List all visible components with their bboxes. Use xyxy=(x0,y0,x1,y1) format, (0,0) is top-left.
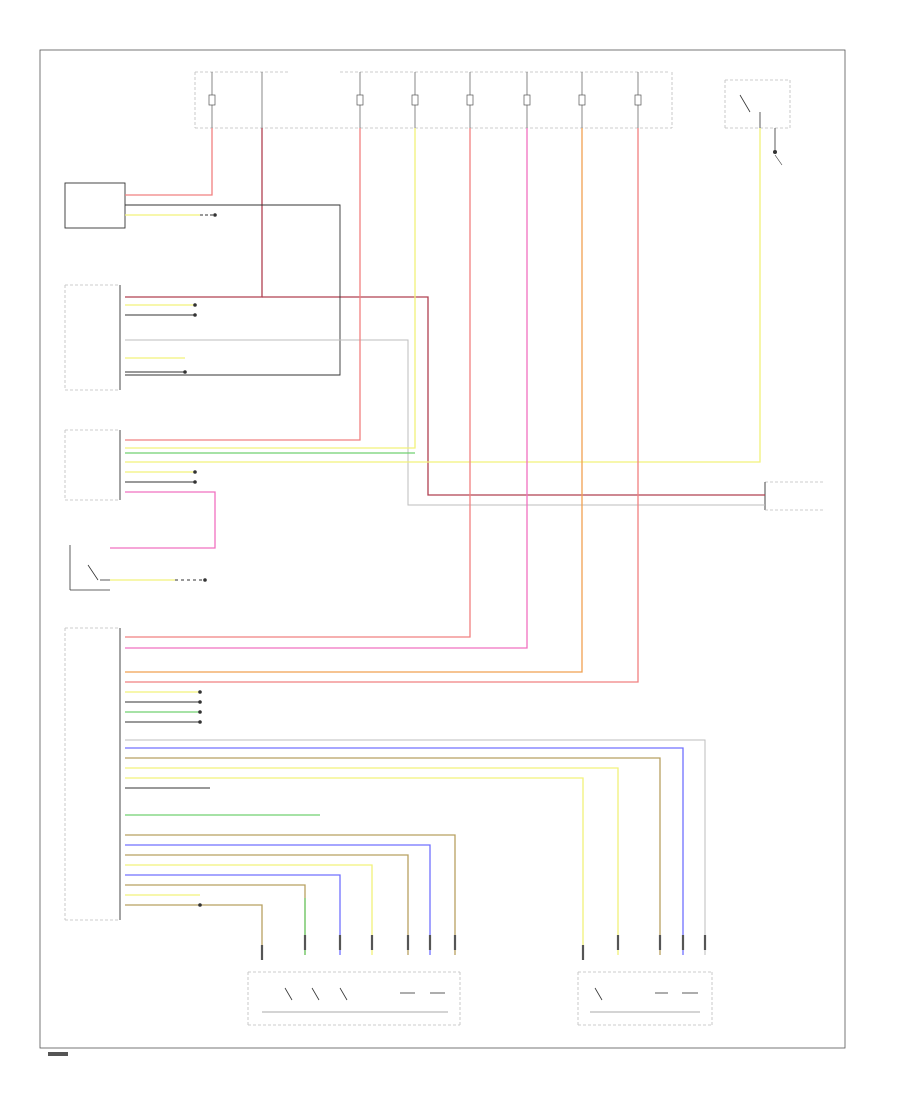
wire-orange xyxy=(125,128,583,673)
wire-tan xyxy=(125,757,661,955)
fuse-1 xyxy=(208,72,216,128)
diagram-code xyxy=(48,1052,68,1056)
wires xyxy=(110,128,765,955)
connector-pins xyxy=(260,935,707,960)
top-left-module xyxy=(64,182,126,229)
ground-4 xyxy=(198,903,202,907)
wire-yellow xyxy=(125,767,619,955)
wire-pink xyxy=(125,128,528,649)
splice-3 xyxy=(198,690,202,724)
wire-red xyxy=(125,128,639,683)
wire-yellow xyxy=(125,128,761,463)
driver-seat-switch xyxy=(69,545,110,591)
mid-left-module xyxy=(64,429,121,501)
body-control-module xyxy=(64,627,121,921)
splice-2 xyxy=(193,470,197,484)
fuse-4 xyxy=(466,72,474,128)
wire-black xyxy=(125,204,341,376)
wire-gray xyxy=(125,339,765,506)
fuse-7 xyxy=(634,72,642,128)
diagram-frame xyxy=(39,49,846,1049)
wire-pink xyxy=(110,491,216,549)
wire-dark-red-2 xyxy=(262,296,765,496)
fuse-block xyxy=(194,71,673,129)
wire-red xyxy=(125,128,471,638)
ground-2 xyxy=(183,370,187,374)
top-right-switch xyxy=(724,79,791,129)
wire-red xyxy=(125,128,361,441)
splice-1 xyxy=(193,303,197,317)
fuse-5 xyxy=(523,72,531,128)
ground-3 xyxy=(203,578,207,582)
fuse-3 xyxy=(411,72,419,128)
wire-blue xyxy=(125,747,684,955)
wire-dark-red xyxy=(125,128,263,298)
fuse-2 xyxy=(356,72,364,128)
left-door-lock-switch xyxy=(247,971,461,1026)
ground-top-right xyxy=(773,128,783,166)
wire-yellow xyxy=(125,128,416,449)
right-door-lock-switch xyxy=(577,971,713,1026)
ground-1 xyxy=(213,213,217,217)
fuse-6 xyxy=(578,72,586,128)
wire-red xyxy=(125,128,213,196)
left-front-door-module xyxy=(64,284,121,391)
right-connector xyxy=(764,481,825,511)
